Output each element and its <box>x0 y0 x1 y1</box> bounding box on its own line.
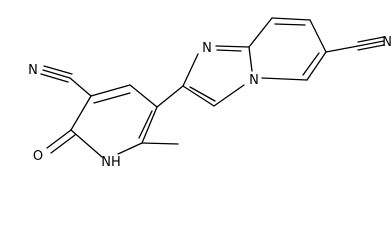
carbonyl-group <box>46 129 76 154</box>
pyridine-ring <box>248 17 327 81</box>
carbonyl-o-label: O <box>33 149 43 164</box>
right-nitrile-group <box>325 36 385 53</box>
nitrile-right-n-label: N <box>382 35 392 50</box>
bridgehead-n-label: N <box>249 73 259 88</box>
imidazole-ring <box>182 45 253 107</box>
imidazole-n-label: N <box>202 41 212 56</box>
left-nitrile-group <box>40 65 92 97</box>
nitrile-left-n-label: N <box>28 63 38 78</box>
pyridinone-ring <box>70 84 158 158</box>
biaryl-bond <box>156 85 184 108</box>
chemical-structure-diagram: N O NH N N N <box>0 0 392 186</box>
diagram-background <box>0 0 392 186</box>
methyl-bond <box>141 142 179 145</box>
ring-nh-label: NH <box>101 155 121 170</box>
